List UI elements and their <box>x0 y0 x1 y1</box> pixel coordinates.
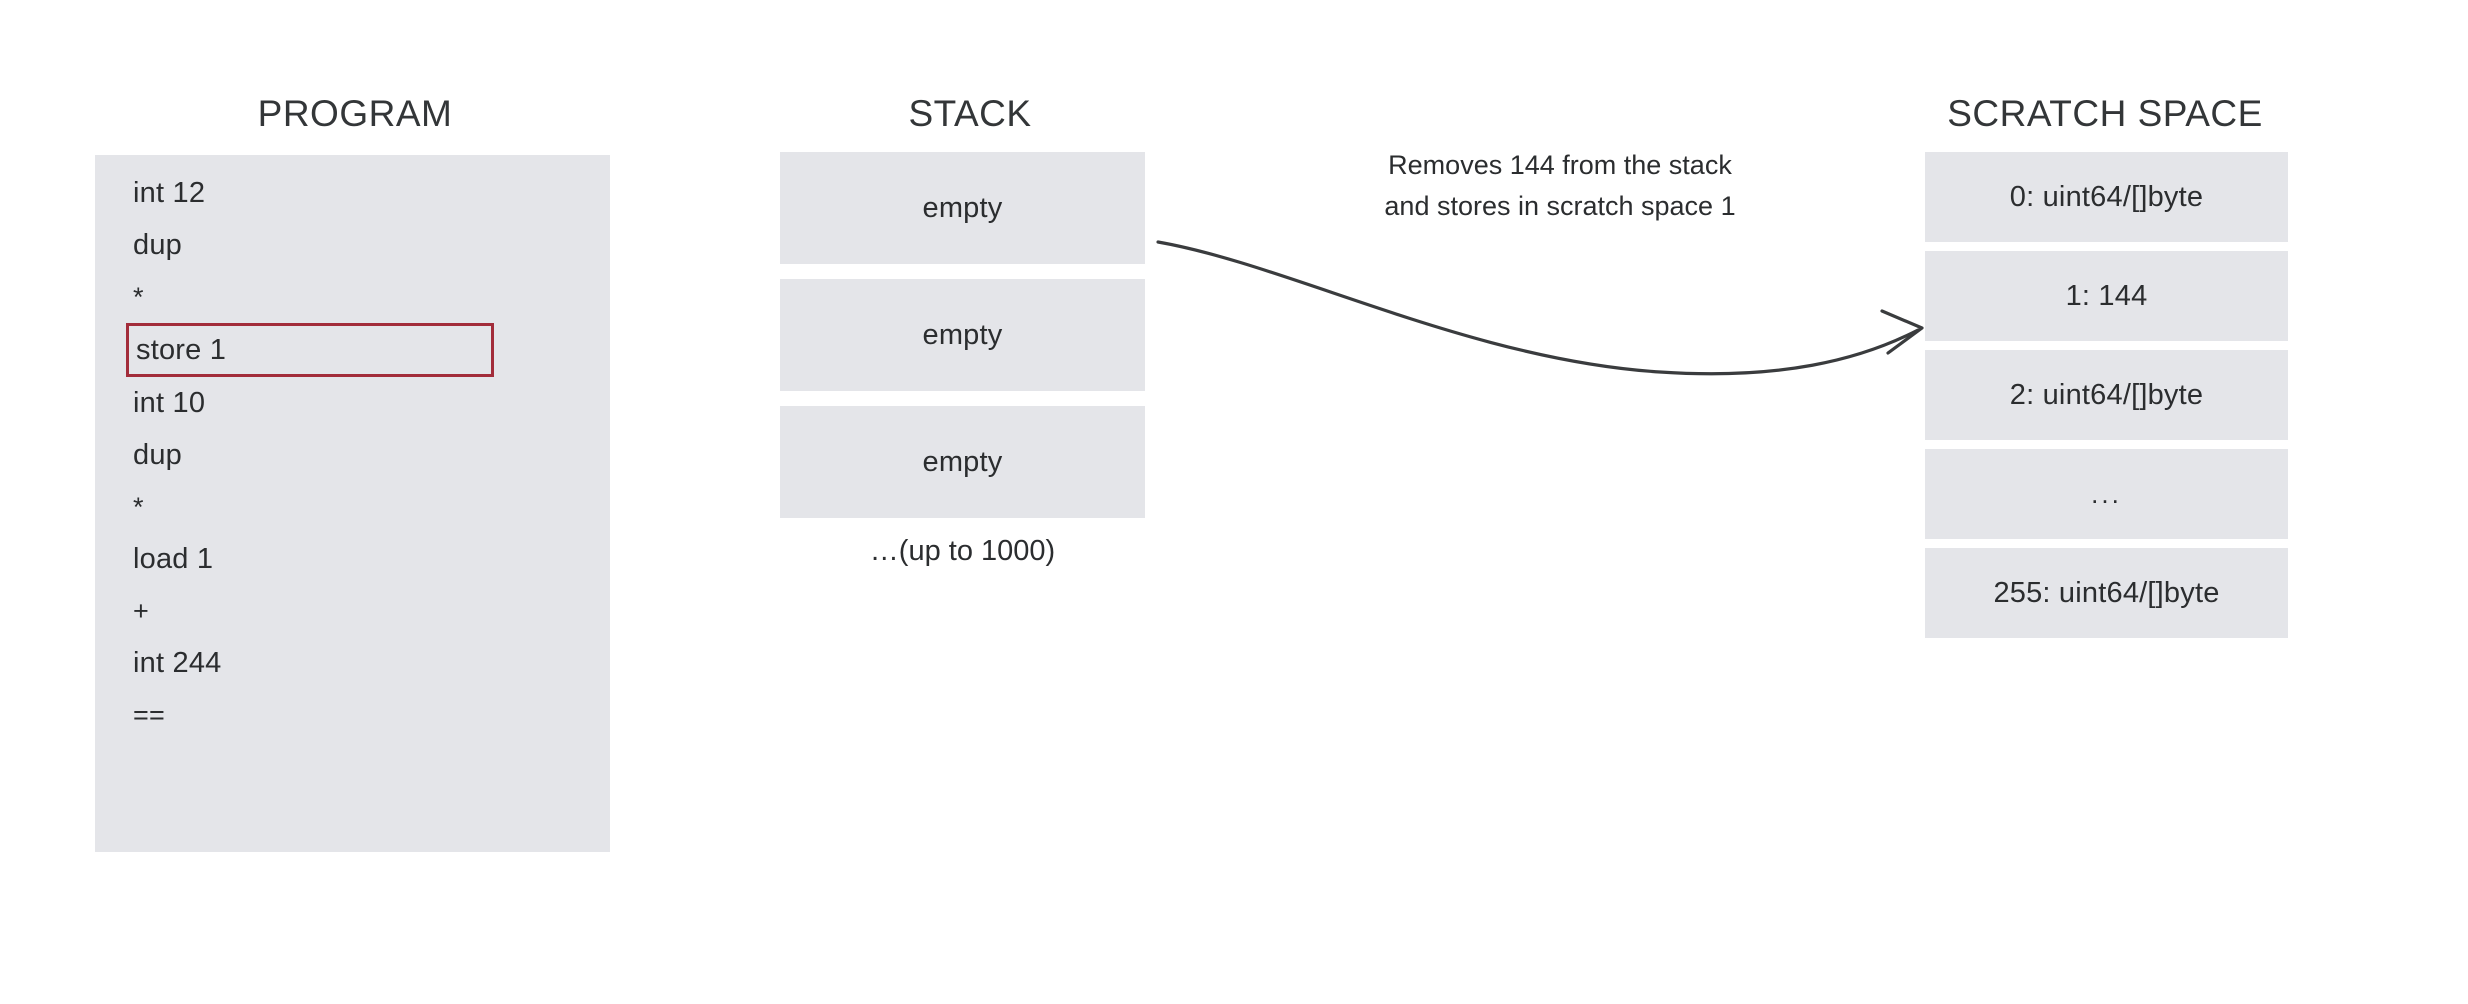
scratch-cell-ellipsis: ... <box>1925 449 2288 539</box>
arrow-annotation-text: Removes 144 from the stack and stores in… <box>1300 145 1820 227</box>
stack-cell-0: empty <box>780 152 1145 264</box>
curved-arrow-icon <box>1156 240 1924 376</box>
annotation-line-1: Removes 144 from the stack <box>1388 150 1732 180</box>
stack-column-title: STACK <box>908 93 1032 134</box>
program-line-mul-2[interactable]: * <box>133 492 144 522</box>
scratch-space-column-title: SCRATCH SPACE <box>1947 93 2263 134</box>
stack-cell-1: empty <box>780 279 1145 391</box>
program-instruction-list: int 12 dup * store 1 int 10 dup * load 1… <box>95 155 610 852</box>
annotation-line-2: and stores in scratch space 1 <box>1384 191 1736 221</box>
scratch-cell-255: 255: uint64/[]byte <box>1925 548 2288 638</box>
program-line-int-244[interactable]: int 244 <box>133 647 222 679</box>
scratch-cell-2: 2: uint64/[]byte <box>1925 350 2288 440</box>
scratch-cell-0: 0: uint64/[]byte <box>1925 152 2288 242</box>
program-panel: int 12 dup * store 1 int 10 dup * load 1… <box>95 155 610 852</box>
program-line-add[interactable]: + <box>133 596 149 626</box>
stack-cell-2: empty <box>780 406 1145 518</box>
stack-capacity-note: …(up to 1000) <box>869 535 1056 567</box>
program-line-mul-1[interactable]: * <box>133 282 144 312</box>
program-line-int-12[interactable]: int 12 <box>133 177 206 209</box>
program-line-store-1-highlighted[interactable]: store 1 <box>126 323 494 377</box>
program-line-dup-1[interactable]: dup <box>133 229 182 261</box>
program-line-int-10[interactable]: int 10 <box>133 387 206 419</box>
scratch-cell-1: 1: 144 <box>1925 251 2288 341</box>
program-column-title: PROGRAM <box>257 93 453 134</box>
program-line-eq[interactable]: == <box>133 700 165 730</box>
program-line-load-1[interactable]: load 1 <box>133 543 214 575</box>
program-line-dup-2[interactable]: dup <box>133 439 182 471</box>
